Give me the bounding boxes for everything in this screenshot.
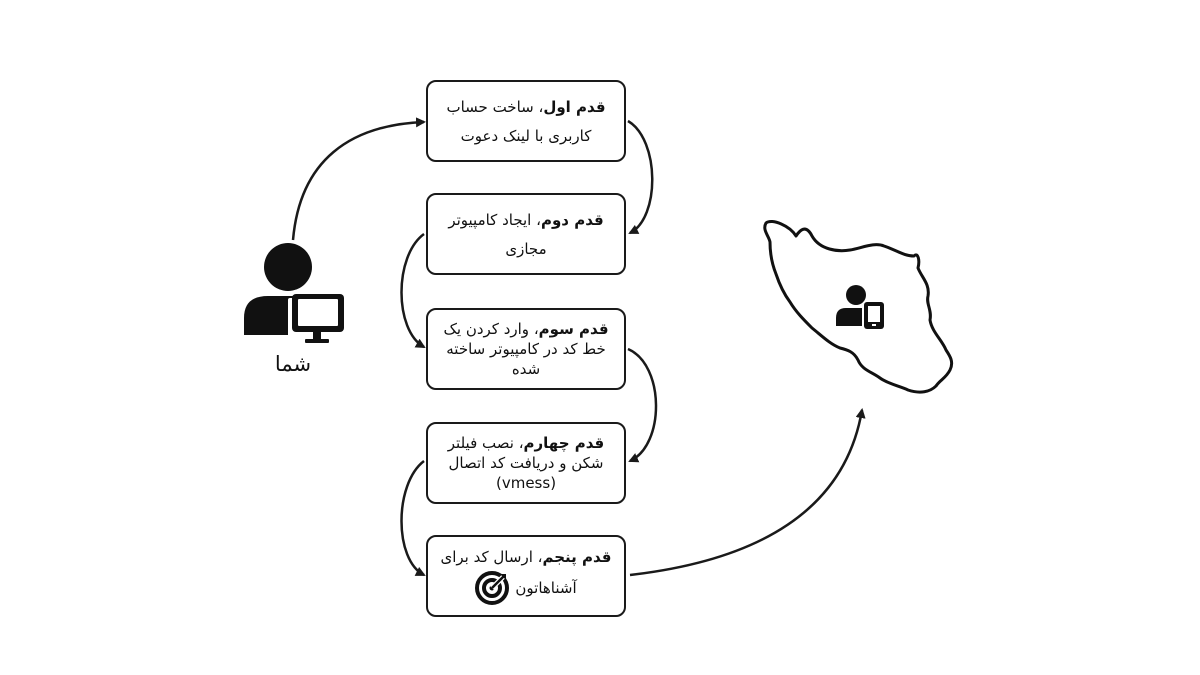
step-3-line-1: قدم سوم، وارد کردن یک xyxy=(443,319,608,339)
step-3-text-1: ، وارد کردن یک xyxy=(443,320,539,338)
step-2-text-2: مجازی xyxy=(505,239,547,258)
arrow-user-to-step1 xyxy=(291,117,426,241)
step-2-text-1: ، ایجاد کامپیوتر xyxy=(448,210,541,229)
step-3-box: قدم سوم، وارد کردن یک خط کد در کامپیوتر … xyxy=(426,308,626,390)
step-2-line-1: قدم دوم، ایجاد کامپیوتر xyxy=(448,210,603,230)
step-2-box: قدم دوم، ایجاد کامپیوتر مجازی xyxy=(426,193,626,275)
arrow-step4-to-step5 xyxy=(400,460,426,577)
arrow-step1-to-step2 xyxy=(627,119,654,235)
step-1-box: قدم اول، ساخت حساب کاربری با لینک دعوت xyxy=(426,80,626,162)
step-5-line-1: قدم پنجم، ارسال کد برای xyxy=(441,547,612,567)
step-5-title: قدم پنجم xyxy=(542,548,612,566)
step-3-title: قدم سوم xyxy=(538,320,609,338)
step-5-box: قدم پنجم، ارسال کد برای آشناهاتون xyxy=(426,535,626,617)
step-5-brand-row: آشناهاتون xyxy=(475,571,577,605)
user-computer-icon xyxy=(244,243,344,343)
step-1-title: قدم اول xyxy=(543,97,606,116)
step-3-text-2: خط کد در کامپیوتر ساخته xyxy=(446,340,606,358)
step-3-text-3: شده xyxy=(511,360,541,378)
step-4-text-1: ، نصب فیلتر xyxy=(447,434,524,452)
step-4-box: قدم چهارم، نصب فیلتر شکن و دریافت کد اتص… xyxy=(426,422,626,504)
step-1-text-2: کاربری با لینک دعوت xyxy=(460,126,592,145)
arrow-step5-to-map xyxy=(629,408,866,577)
step-2-title: قدم دوم xyxy=(540,210,604,229)
step-5-text-1: ، ارسال کد برای xyxy=(440,548,543,566)
user-label: شما xyxy=(274,352,312,376)
step-4-line-1: قدم چهارم، نصب فیلتر xyxy=(448,433,604,453)
arrow-step2-to-step3 xyxy=(400,232,426,349)
person-phone-icon xyxy=(836,285,884,329)
step-4-text-3: (vmess) xyxy=(495,474,557,492)
iran-map-icon xyxy=(763,220,954,394)
step-1-line-1: قدم اول، ساخت حساب xyxy=(446,97,605,117)
step-1-text-1: ، ساخت حساب xyxy=(446,97,544,116)
step-4-title: قدم چهارم xyxy=(523,434,605,452)
step-5-text-2: آشناهاتون xyxy=(515,579,577,597)
arrow-step3-to-step4 xyxy=(627,347,658,463)
step-4-text-2: شکن و دریافت کد اتصال xyxy=(448,454,604,472)
target-logo-icon xyxy=(475,571,510,605)
